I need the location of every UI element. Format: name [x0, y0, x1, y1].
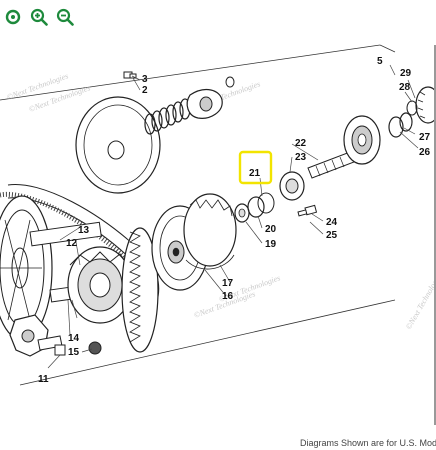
arm-14 [9, 314, 63, 357]
part-label-24[interactable]: 24 [326, 217, 338, 228]
part-label-11[interactable]: 11 [38, 374, 49, 385]
part-label-3[interactable]: 3 [142, 74, 148, 85]
ring-26 [388, 112, 413, 138]
part-label-26[interactable]: 26 [419, 147, 431, 158]
part-label-25[interactable]: 25 [326, 230, 338, 241]
leader-lines [47, 64, 419, 369]
part-label-14[interactable]: 14 [68, 333, 80, 344]
zoom-in-icon [30, 8, 48, 26]
watermark: ©Next Technologies [404, 270, 436, 331]
part-label-17[interactable]: 17 [222, 278, 234, 289]
part-label-23[interactable]: 23 [295, 152, 307, 163]
part-label-22[interactable]: 22 [295, 138, 307, 149]
shaft-22 [307, 151, 355, 179]
diagram-toolbar [0, 0, 436, 34]
selected-part-highlight[interactable] [238, 150, 273, 185]
part-label-16[interactable]: 16 [222, 291, 234, 302]
zoom-out-icon [56, 8, 74, 26]
spider-assembly [67, 227, 159, 353]
nut-11 [54, 344, 66, 356]
frame-lines [0, 44, 396, 386]
part-label-13[interactable]: 13 [78, 225, 90, 236]
part-label-20[interactable]: 20 [265, 224, 277, 235]
part-label-12[interactable]: 12 [66, 238, 78, 249]
reset-view-button[interactable] [2, 6, 24, 28]
zoom-out-button[interactable] [54, 6, 76, 28]
footer-note: Diagrams Shown are for U.S. Mod [300, 438, 436, 448]
part-label-5[interactable]: 5 [377, 56, 383, 67]
part-labels: 3 2 5 29 28 27 26 22 23 21 13 12 20 19 2… [38, 56, 431, 385]
part-label-21[interactable]: 21 [249, 168, 261, 179]
bearing-23 [279, 171, 305, 201]
primary-sheave [75, 96, 161, 194]
bearing-28-29 [406, 86, 436, 124]
part-label-29[interactable]: 29 [400, 68, 412, 79]
part-label-2[interactable]: 2 [142, 85, 148, 96]
bolt-24 [297, 204, 318, 217]
part-label-15[interactable]: 15 [68, 347, 80, 358]
part-label-19[interactable]: 19 [265, 239, 277, 250]
zoom-in-button[interactable] [28, 6, 50, 28]
housing-7 [343, 115, 381, 165]
bushing-19-20 [234, 192, 275, 223]
part-label-28[interactable]: 28 [399, 82, 411, 93]
part-label-27[interactable]: 27 [419, 132, 431, 143]
scrollbar-edge [434, 45, 436, 425]
driven-clutch [151, 193, 237, 291]
reset-view-icon [5, 9, 21, 25]
nut-15 [88, 341, 102, 355]
spider-cover [186, 76, 235, 119]
